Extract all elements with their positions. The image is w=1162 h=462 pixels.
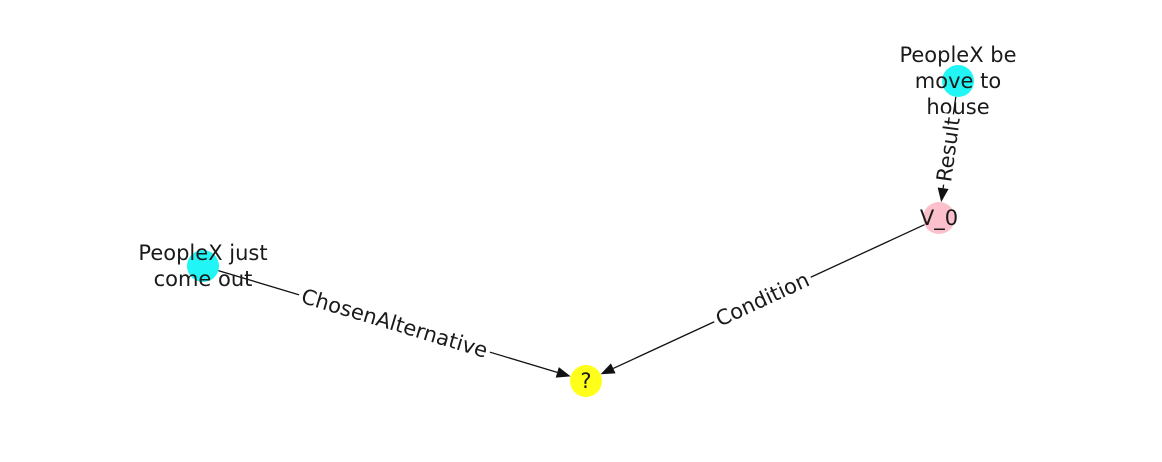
edge-label-text: ChosenAlternative <box>299 284 491 363</box>
node-label-line: move to <box>915 69 1001 93</box>
edge-label-background <box>295 282 494 365</box>
edge-label-background <box>930 112 967 187</box>
node-label-line: ? <box>580 369 591 393</box>
arrowhead-icon <box>555 367 571 378</box>
labels-layer: ChosenAlternative Condition Result <box>295 112 967 365</box>
arrowhead-icon <box>937 187 949 203</box>
edges-layer <box>218 96 957 378</box>
edge-label: ChosenAlternative <box>295 282 494 365</box>
node-label-line: V_0 <box>920 206 958 231</box>
node-label-line: come out <box>154 267 253 291</box>
edge-label-text: Condition <box>712 268 813 332</box>
node-question: ? <box>570 365 602 397</box>
node-circle <box>570 365 602 397</box>
edge-label: Result <box>930 112 967 187</box>
edge-label-background <box>708 265 817 334</box>
node-label-line: PeopleX just <box>138 241 267 265</box>
node-label-line: house <box>926 95 989 119</box>
node-v0: V_0 <box>920 202 958 234</box>
arrowhead-icon <box>600 363 616 375</box>
node-circle <box>923 202 955 234</box>
edge-label: Condition <box>708 265 817 334</box>
node-label-line: PeopleX be <box>899 43 1016 67</box>
node-circle <box>942 65 974 97</box>
node-circle <box>187 250 219 282</box>
edge-label-text: Result <box>932 116 965 184</box>
